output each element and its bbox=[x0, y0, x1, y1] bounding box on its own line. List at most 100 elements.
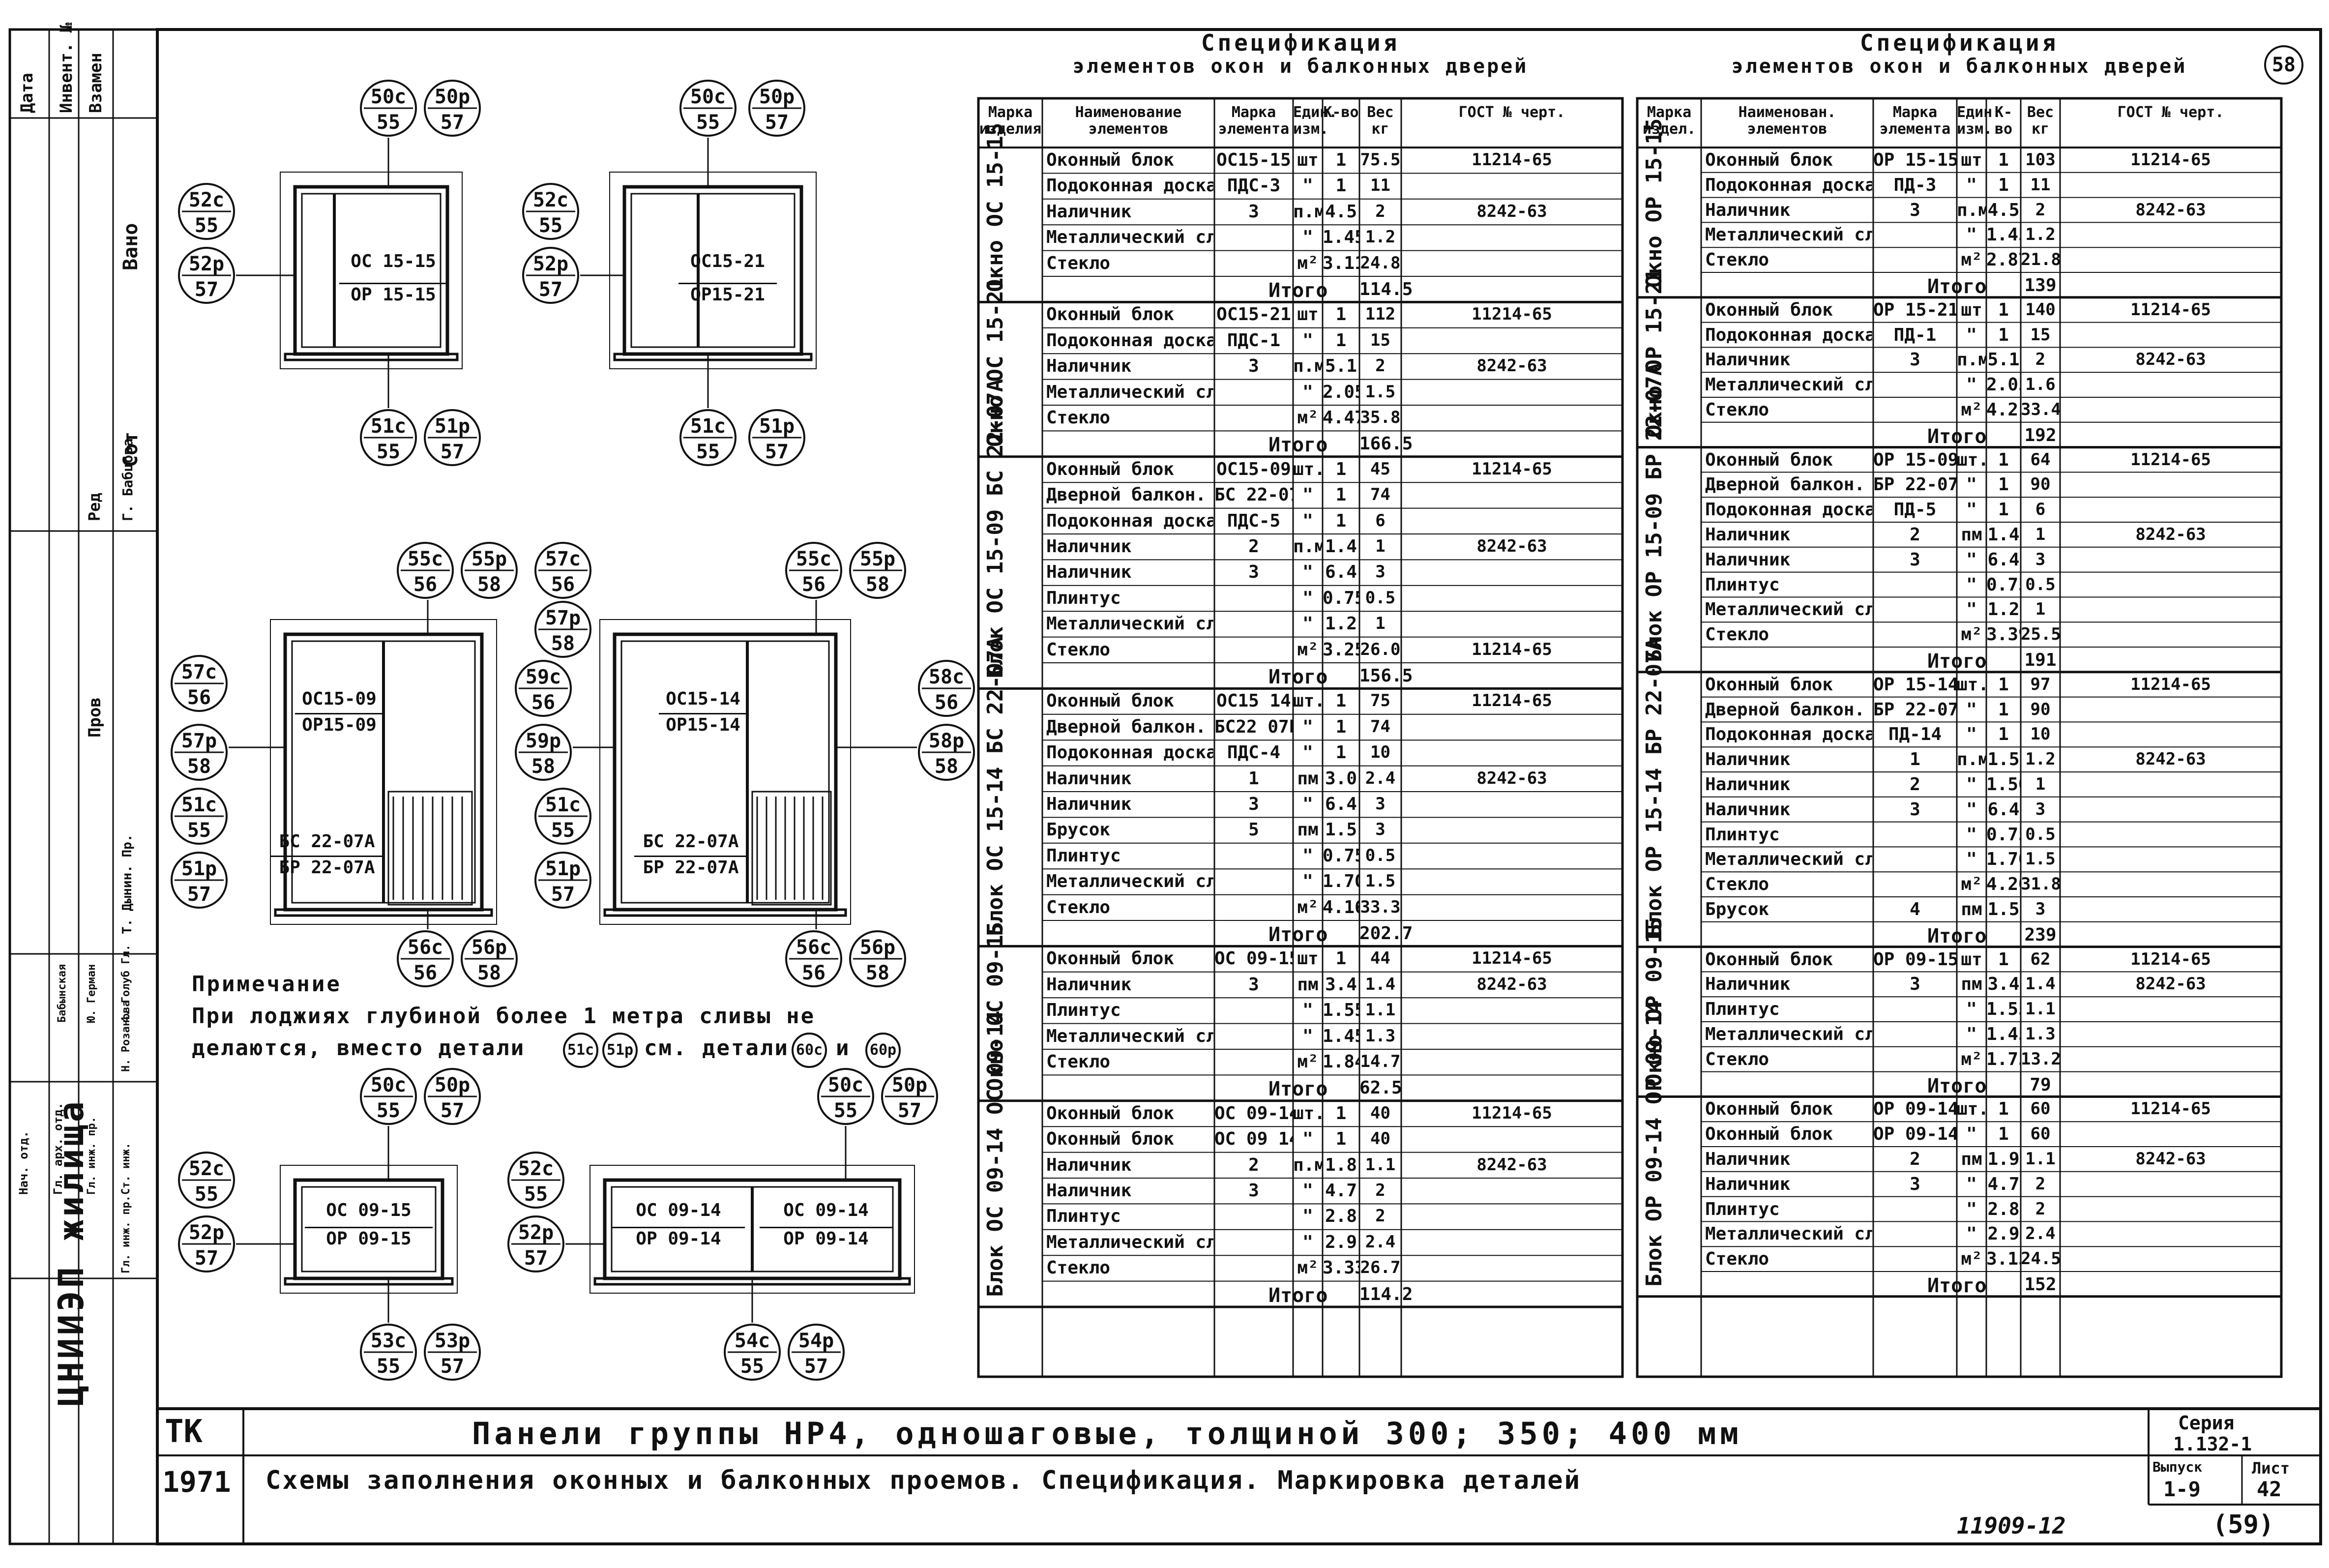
spec-cell: " bbox=[1966, 851, 1977, 869]
sheet-circle-number: 58 bbox=[2264, 45, 2303, 85]
spec-cell: ПД-3 bbox=[1893, 176, 1937, 194]
spec-itogo-value: 139 bbox=[2024, 275, 2057, 296]
window-mark-lower: ОР 15-15 bbox=[339, 283, 447, 306]
spec-itogo-value: 192 bbox=[2024, 425, 2057, 445]
spec-cell: 4.7 bbox=[1325, 1182, 1357, 1200]
spec-cell: 33.3 bbox=[1360, 898, 1401, 916]
window-mark-upper-2: ОС 09-14 bbox=[783, 1200, 869, 1220]
spec-cell: 3 bbox=[2035, 551, 2046, 568]
spec-cell: " bbox=[1966, 176, 1977, 194]
spec-cell: шт. bbox=[1957, 1100, 1986, 1119]
window-mark-upper: ОС 09-14 bbox=[636, 1200, 721, 1220]
callout-circle bbox=[785, 542, 842, 599]
door-mark-lower: БР 22-07А bbox=[270, 856, 383, 879]
spec-cell: 1.2 bbox=[2025, 226, 2056, 243]
spec-cell: 1 bbox=[1375, 538, 1386, 555]
spec-cell: пм bbox=[1961, 976, 1982, 994]
spec-cell: 1.45 bbox=[1986, 1026, 2021, 1043]
spec-cell: 1 bbox=[1998, 676, 2009, 694]
window-mark-upper: ОС 15-15 bbox=[351, 251, 436, 271]
spec-cell: " bbox=[1966, 1225, 1977, 1243]
spec-cell: 1.45 bbox=[1986, 226, 2021, 244]
callout-sheet: 56 bbox=[531, 691, 556, 714]
spec-cell: Металлический слив bbox=[1046, 615, 1213, 633]
spec-cell: 2.8 bbox=[1325, 1208, 1357, 1226]
note-callout-51p: 51р bbox=[602, 1033, 638, 1068]
spec-cell: 1.55 bbox=[1986, 1001, 2021, 1019]
spec-cell: 1 bbox=[1998, 701, 2009, 719]
spec-cell: шт bbox=[1961, 950, 1982, 969]
spec-itogo-label: Итого bbox=[1927, 924, 1987, 947]
spec-cell: 2.9 bbox=[1325, 1233, 1357, 1251]
spec-cell: 1 bbox=[1335, 744, 1347, 762]
spec-cell: ОС15-21 bbox=[1216, 306, 1291, 324]
spec-cell: 2.8 bbox=[1987, 1200, 2020, 1218]
spec-cell: 4.7 bbox=[1987, 1175, 2020, 1193]
callout-sheet: 57 bbox=[765, 111, 789, 134]
callout-circle bbox=[360, 409, 417, 466]
spec-cell: 3.39 bbox=[1986, 626, 2021, 644]
spec-cell: Наличник bbox=[1046, 1156, 1132, 1174]
callout-circle bbox=[507, 1215, 564, 1272]
spec-cell: 2 bbox=[1375, 203, 1386, 220]
spec-cell: Дверной балкон. блок bbox=[1046, 718, 1213, 736]
strip-label: Т. Дынин. Пр. bbox=[120, 834, 135, 935]
spec-cell: 1 bbox=[1998, 476, 2009, 494]
spec-itogo-label: Итого bbox=[1268, 1284, 1328, 1307]
spec-cell: м² bbox=[1297, 1053, 1319, 1071]
spec-cell: " bbox=[1966, 826, 1977, 844]
spec-row: Металлический слив"1.21 bbox=[978, 615, 1622, 641]
callout-mark: 50р bbox=[434, 86, 471, 108]
callout-mark: 52с bbox=[188, 189, 225, 211]
spec-cell: 1 bbox=[1335, 151, 1347, 169]
spec-cell: 0.5 bbox=[2025, 576, 2056, 593]
spec-cell: 1 bbox=[1998, 1125, 2009, 1144]
spec-itogo-value: 79 bbox=[2030, 1074, 2051, 1095]
spec-cell: м² bbox=[1961, 401, 1982, 419]
callout-mark: 56с bbox=[407, 936, 443, 959]
spec-row: Плинтус"1.551.1 bbox=[978, 1002, 1622, 1027]
spec-cell: " bbox=[1966, 601, 1977, 619]
spec-cell: " bbox=[1302, 1027, 1313, 1045]
spec-cell: ОС 09 14 bbox=[1214, 1130, 1293, 1149]
spec-cell: Стекло bbox=[1705, 251, 1769, 269]
callout-circle bbox=[507, 1152, 564, 1209]
callout-sheet: 55 bbox=[740, 1355, 765, 1378]
spec-cell: 90 bbox=[2030, 701, 2051, 718]
callout-mark: 51р bbox=[181, 858, 217, 880]
spec-cell: 15 bbox=[1370, 331, 1390, 349]
strip-label: Ст. инж. bbox=[120, 1143, 132, 1195]
callout-mark: 51с bbox=[181, 794, 217, 816]
spec-cell: 24.5 bbox=[2021, 1250, 2060, 1268]
spec-cell: 1.45 bbox=[1323, 229, 1359, 247]
spec-cell: 3.4 bbox=[1987, 976, 2020, 994]
spec-cell: 3 bbox=[1910, 1175, 1920, 1193]
window-block-oc15-09-sill bbox=[274, 908, 493, 917]
callout-circle bbox=[724, 1324, 781, 1381]
callout-sheet: 55 bbox=[538, 214, 563, 237]
window-mark-upper: ОС15-21 bbox=[690, 251, 765, 271]
issue-value: 1-9 bbox=[2163, 1477, 2201, 1501]
callout-circle bbox=[178, 1152, 235, 1209]
spec-cell: пм bbox=[1961, 526, 1982, 544]
spec-cell: Брусок bbox=[1705, 901, 1769, 918]
spec-cell: Металлический слив bbox=[1046, 1233, 1213, 1251]
spec-header-cell: К-во bbox=[1323, 104, 1359, 121]
spec-cell: 8242-63 bbox=[2135, 351, 2206, 368]
spec-cell: Подоконная доска bbox=[1046, 744, 1213, 762]
spec-cell: Оконный блок bbox=[1046, 460, 1175, 478]
spec-cell: Плинтус bbox=[1705, 826, 1780, 844]
spec-cell: Стекло bbox=[1705, 626, 1769, 644]
callout-sheet: 57 bbox=[765, 441, 789, 463]
